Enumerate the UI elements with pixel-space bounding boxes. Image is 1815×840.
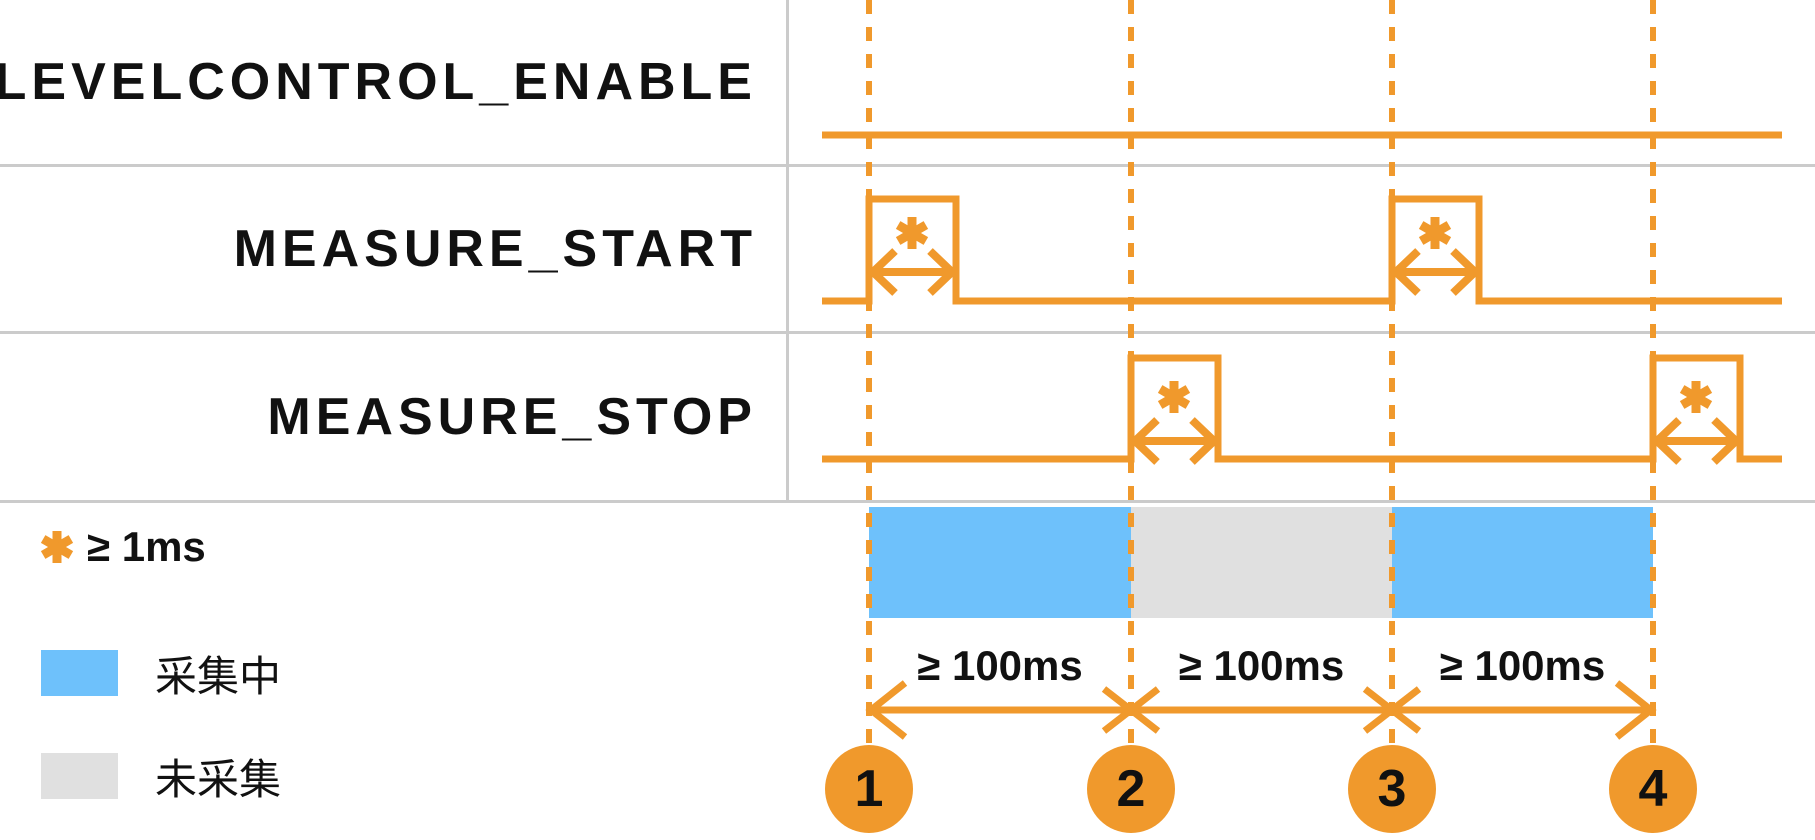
asterisk-icon [1418, 217, 1452, 249]
legend-item-collecting: 采集中 [41, 650, 281, 700]
double-arrow-icon [1129, 417, 1220, 465]
pulse-asterisks [895, 217, 1713, 413]
signal-label-levelcontrol-enable: LEVELCONTROL_ENABLE [0, 53, 757, 111]
measure-start-trace [822, 195, 1782, 305]
legend-label-collecting: 采集中 [155, 652, 282, 700]
double-arrow-icon [867, 248, 958, 296]
marker-circle-2: 2 [1087, 745, 1175, 833]
marker-circle-4: 4 [1609, 745, 1697, 833]
arrowhead-left-icon [865, 680, 908, 740]
asterisk-icon [1679, 381, 1713, 413]
measure-stop-trace [822, 354, 1782, 463]
asterisk-icon [1157, 381, 1191, 413]
marker-circle-3: 3 [1348, 745, 1436, 833]
row-divider-2 [0, 331, 1815, 334]
cross-tick-icon [1101, 686, 1161, 734]
time-gridlines [866, 0, 1656, 746]
interval-label-2: ≥ 100ms [1178, 642, 1345, 689]
legend-swatch-collecting [41, 650, 118, 696]
arrowhead-right-icon [1614, 680, 1657, 740]
signal-label-measure-stop: MEASURE_STOP [267, 388, 757, 446]
acquisition-bar-collecting-1 [869, 507, 1131, 618]
marker-circle-1: 1 [825, 745, 913, 833]
asterisk-icon [895, 217, 929, 249]
interval-label-1: ≥ 100ms [917, 642, 1083, 689]
acquisition-bar-collecting-2 [1392, 507, 1653, 618]
signal-label-measure-start: MEASURE_START [233, 220, 757, 278]
legend-item-idle: 未采集 [41, 753, 281, 803]
row-divider-3 [0, 500, 1815, 503]
cross-tick-icon [1362, 686, 1422, 734]
row-divider-1 [0, 164, 1815, 167]
interval-label-3: ≥ 100ms [1439, 642, 1606, 689]
double-arrow-icon [1390, 248, 1481, 296]
acquisition-bar-idle [1131, 507, 1392, 618]
double-arrow-icon [1651, 417, 1742, 465]
label-column-divider [786, 0, 789, 503]
asterisk-icon [40, 531, 74, 563]
pulse-width-arrows [867, 248, 1742, 465]
pulse-width-note-text: ≥ 1ms [87, 523, 206, 570]
legend-swatch-idle [41, 753, 118, 799]
legend-label-idle: 未采集 [155, 755, 282, 803]
interval-arrow-rail [865, 680, 1657, 740]
pulse-width-note: ≥ 1ms [39, 523, 206, 571]
